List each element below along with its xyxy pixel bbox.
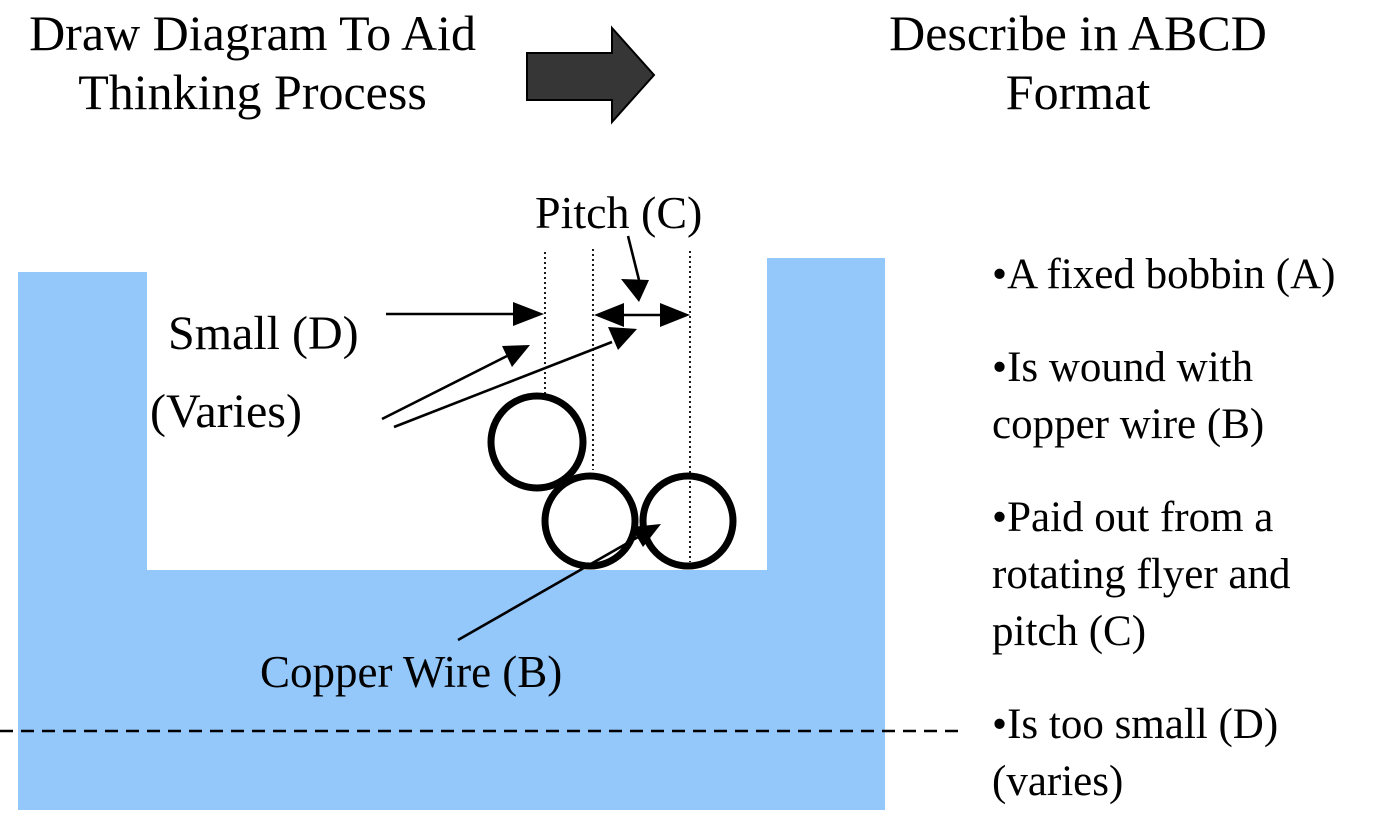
bullet-marker: • xyxy=(992,251,1008,298)
bullet-text: copper wire (B) xyxy=(992,401,1265,448)
bullet-text: Paid out from a xyxy=(1007,494,1274,541)
pitch-label: Pitch (C) xyxy=(535,187,703,238)
varies-arrow-line-2 xyxy=(393,340,613,429)
bullet-text: (varies) xyxy=(992,758,1124,805)
copper-wire-label: Copper Wire (B) xyxy=(260,647,563,697)
left-title-line-1: Draw Diagram To Aid xyxy=(29,5,476,61)
pitch-left-arrowhead-icon xyxy=(594,303,624,327)
bullet-item-b: •Is wound with copper wire (B) xyxy=(992,339,1396,453)
left-title-line-2: Thinking Process xyxy=(78,64,427,120)
varies-arrow-line-1 xyxy=(381,354,508,421)
process-arrow-icon xyxy=(526,25,656,125)
bullet-item-d: •Is too small (D) (varies) xyxy=(992,696,1396,810)
bullet-marker: • xyxy=(992,344,1008,391)
wire-circle-2 xyxy=(541,472,639,570)
varies-arrowhead-2-icon xyxy=(608,327,637,350)
small-d-arrowhead-icon xyxy=(513,302,544,326)
small-label: Small (D) xyxy=(168,307,359,360)
right-title-line-2: Format xyxy=(1005,64,1151,120)
right-title: Describe in ABCD Format xyxy=(848,4,1308,122)
bullet-marker: • xyxy=(992,701,1008,748)
copper-wire-arrowhead-icon xyxy=(631,524,661,547)
bullet-text: rotating flyer and xyxy=(992,551,1291,598)
bullet-text: Is too small (D) xyxy=(1007,701,1279,748)
wire-circle-1 xyxy=(487,392,587,492)
bullet-marker: • xyxy=(992,494,1008,541)
bullet-text: pitch (C) xyxy=(992,608,1147,655)
right-title-line-1: Describe in ABCD xyxy=(889,5,1267,61)
varies-arrowhead-1-icon xyxy=(502,345,530,367)
left-title: Draw Diagram To Aid Thinking Process xyxy=(0,4,505,122)
varies-label: (Varies) xyxy=(150,385,302,438)
pitch-right-arrowhead-icon xyxy=(660,303,690,327)
pitch-label-arrowhead-icon xyxy=(621,279,649,302)
pitch-label-arrow-line xyxy=(626,235,641,281)
bobbin-shape xyxy=(18,258,885,810)
bullet-item-a: •A fixed bobbin (A) xyxy=(992,246,1396,303)
wire-circle-3 xyxy=(639,472,737,570)
bullet-text: A fixed bobbin (A) xyxy=(1007,251,1336,298)
bullet-item-c: •Paid out from a rotating flyer and pitc… xyxy=(992,489,1396,660)
copper-wire-arrow-line xyxy=(457,535,639,642)
bullet-text: Is wound with xyxy=(1007,344,1254,391)
abcd-bullet-list: •A fixed bobbin (A) •Is wound with coppe… xyxy=(992,246,1396,815)
